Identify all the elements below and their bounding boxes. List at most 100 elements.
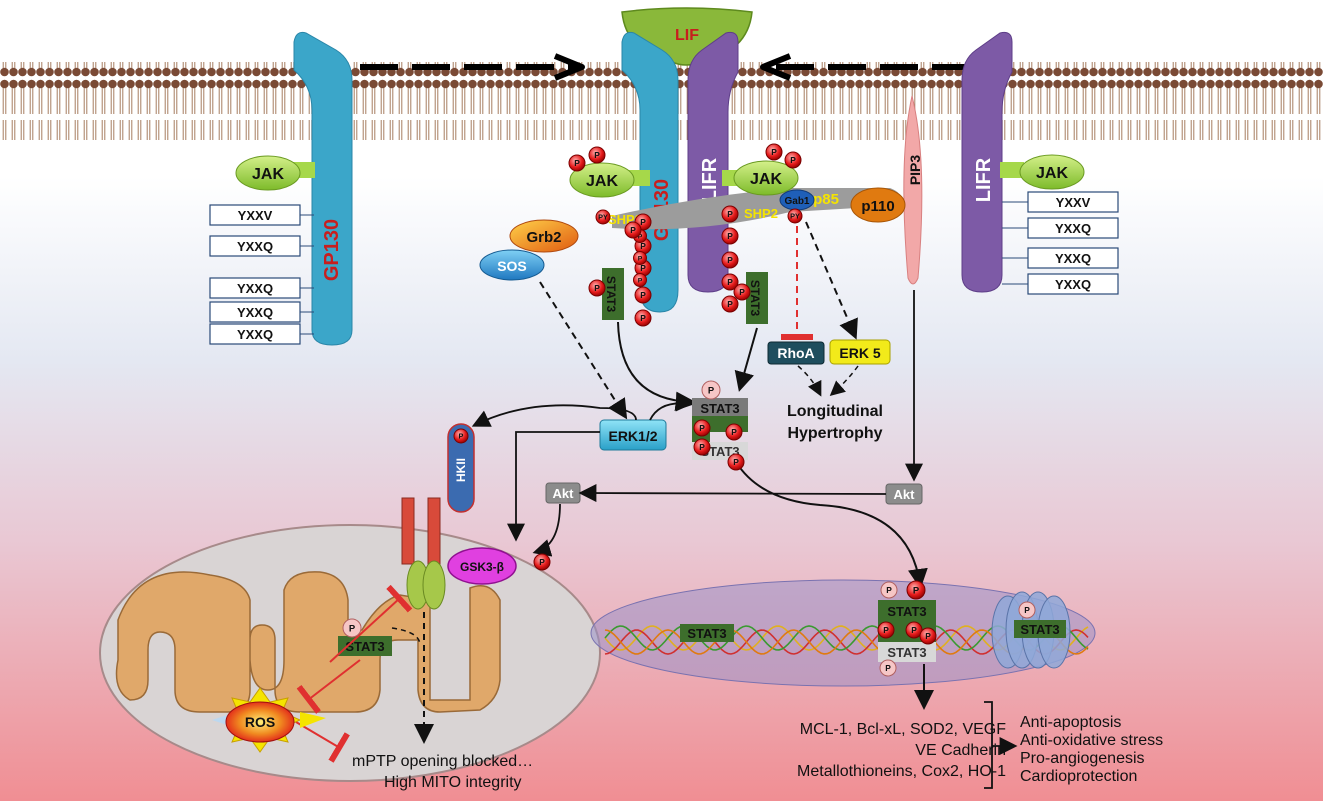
phospho-marker: P — [634, 286, 652, 304]
akt-right: Akt — [885, 483, 923, 505]
phospho-marker: P — [727, 453, 745, 471]
phospho-marker: P — [880, 581, 898, 599]
svg-text:P: P — [883, 625, 889, 635]
phospho-marker: P — [784, 151, 802, 169]
svg-text:P: P — [771, 147, 777, 157]
svg-text:YXXQ: YXXQ — [1055, 277, 1091, 292]
phospho-marker: P — [765, 143, 783, 161]
svg-text:P: P — [640, 263, 646, 273]
phospho-marker: P — [725, 423, 743, 441]
p85-label: p85 — [813, 191, 839, 208]
erk12-to-gsk3 — [507, 431, 600, 542]
motifs-left: YXXV YXXQ YXXQ YXXQ YXXQ — [209, 204, 314, 345]
svg-text:ERK1/2: ERK1/2 — [608, 428, 657, 444]
svg-text:Gab1: Gab1 — [784, 196, 809, 207]
phospho-marker: P — [588, 146, 606, 164]
svg-text:P: P — [574, 158, 580, 168]
lifr-label-right: LIFR — [973, 157, 995, 202]
svg-text:P: P — [727, 231, 733, 241]
motif-box: YXXQ — [1002, 247, 1119, 269]
svg-text:STAT3: STAT3 — [748, 280, 762, 317]
jak-center-left: JAK — [569, 162, 650, 198]
svg-text:P: P — [638, 255, 643, 262]
erk12-to-hkii — [471, 404, 637, 427]
phospho-marker: P — [453, 428, 469, 444]
motif-box: YXXV — [209, 204, 314, 226]
svg-text:P: P — [727, 299, 733, 309]
svg-text:P: P — [640, 241, 646, 251]
phospho-marker: P — [342, 618, 362, 638]
pip3: PIP3 — [903, 95, 923, 285]
svg-text:YXXV: YXXV — [238, 208, 273, 223]
svg-text:JAK: JAK — [586, 173, 618, 190]
svg-text:STAT3: STAT3 — [700, 401, 739, 416]
dimer-to-nucleus-arrow — [735, 461, 928, 589]
p85-adaptor — [612, 188, 900, 230]
stat3-bound-lifr: STAT3 — [746, 272, 768, 324]
effect-1: Anti-apoptosis — [1020, 714, 1121, 731]
phospho-marker: P — [877, 621, 895, 639]
svg-text:P: P — [913, 585, 919, 596]
phospho-marker: P — [633, 273, 647, 287]
svg-text:P: P — [731, 427, 737, 437]
rhoa: RhoA — [767, 341, 825, 365]
svg-text:P: P — [539, 557, 545, 567]
svg-text:Akt: Akt — [553, 486, 575, 501]
hypertrophy-line-2: Hypertrophy — [787, 425, 882, 442]
svg-text:P: P — [630, 225, 636, 235]
motif-box: YXXQ — [209, 235, 314, 257]
svg-text:STAT3: STAT3 — [604, 276, 618, 313]
svg-text:STAT3: STAT3 — [687, 626, 726, 641]
motif-box: YXXQ — [1002, 273, 1119, 295]
phospho-marker: P — [733, 283, 751, 301]
svg-text:P: P — [739, 287, 745, 297]
svg-text:P: P — [911, 625, 917, 635]
svg-text:P: P — [727, 209, 733, 219]
svg-text:P: P — [594, 283, 600, 293]
gab1-to-erk5-arrow — [805, 221, 858, 340]
phospho-marker: P — [568, 154, 586, 172]
svg-text:P: P — [727, 255, 733, 265]
svg-text:p110: p110 — [861, 198, 894, 215]
svg-text:YXXQ: YXXQ — [237, 305, 273, 320]
svg-text:P: P — [790, 155, 796, 165]
sos-to-erk12-arrow — [539, 281, 628, 420]
svg-text:P: P — [349, 623, 355, 634]
jak-left: JAK — [235, 155, 315, 191]
mito-outcome-1: mPTP opening blocked… — [352, 753, 533, 770]
svg-text:P: P — [733, 457, 739, 467]
svg-text:STAT3: STAT3 — [1020, 622, 1059, 637]
phospho-marker: P — [693, 438, 711, 456]
gsk3b: GSK3-β — [447, 547, 517, 585]
erk5-to-hypertrophy — [829, 365, 859, 396]
motif-box: YXXQ — [209, 323, 314, 345]
stat3-dna-left: STAT3 — [680, 624, 734, 642]
svg-text:STAT3: STAT3 — [887, 604, 926, 619]
motif-box: YXXQ — [209, 277, 314, 299]
mito-outcome-2: High MITO integrity — [384, 774, 522, 791]
stat3-nucleosome: STAT3 — [1014, 620, 1066, 638]
ros: ROS — [212, 687, 326, 753]
shp2-label-right: SHP2 — [744, 206, 778, 221]
genes-bracket — [984, 701, 993, 789]
svg-text:P: P — [699, 423, 705, 433]
phospho-marker: P — [533, 553, 551, 571]
svg-text:YXXQ: YXXQ — [237, 327, 273, 342]
receptor-recruit-arrow-left — [360, 53, 585, 81]
phospho-marker: P — [693, 419, 711, 437]
erk12-to-dimer — [649, 393, 694, 421]
sos: SOS — [479, 249, 545, 281]
motif-box: YXXQ — [1002, 217, 1119, 239]
svg-text:P: P — [459, 432, 464, 441]
grb2: Grb2 — [509, 219, 579, 253]
gp130-label-left: GP130 — [321, 219, 343, 281]
svg-text:YXXQ: YXXQ — [237, 281, 273, 296]
gab1: Gab1 — [779, 189, 815, 211]
jak-center-right: JAK — [722, 160, 799, 196]
phospho-marker: P — [721, 273, 739, 291]
svg-text:ERK 5: ERK 5 — [839, 345, 880, 361]
stat3-bound-gp130: STAT3 — [602, 268, 624, 320]
